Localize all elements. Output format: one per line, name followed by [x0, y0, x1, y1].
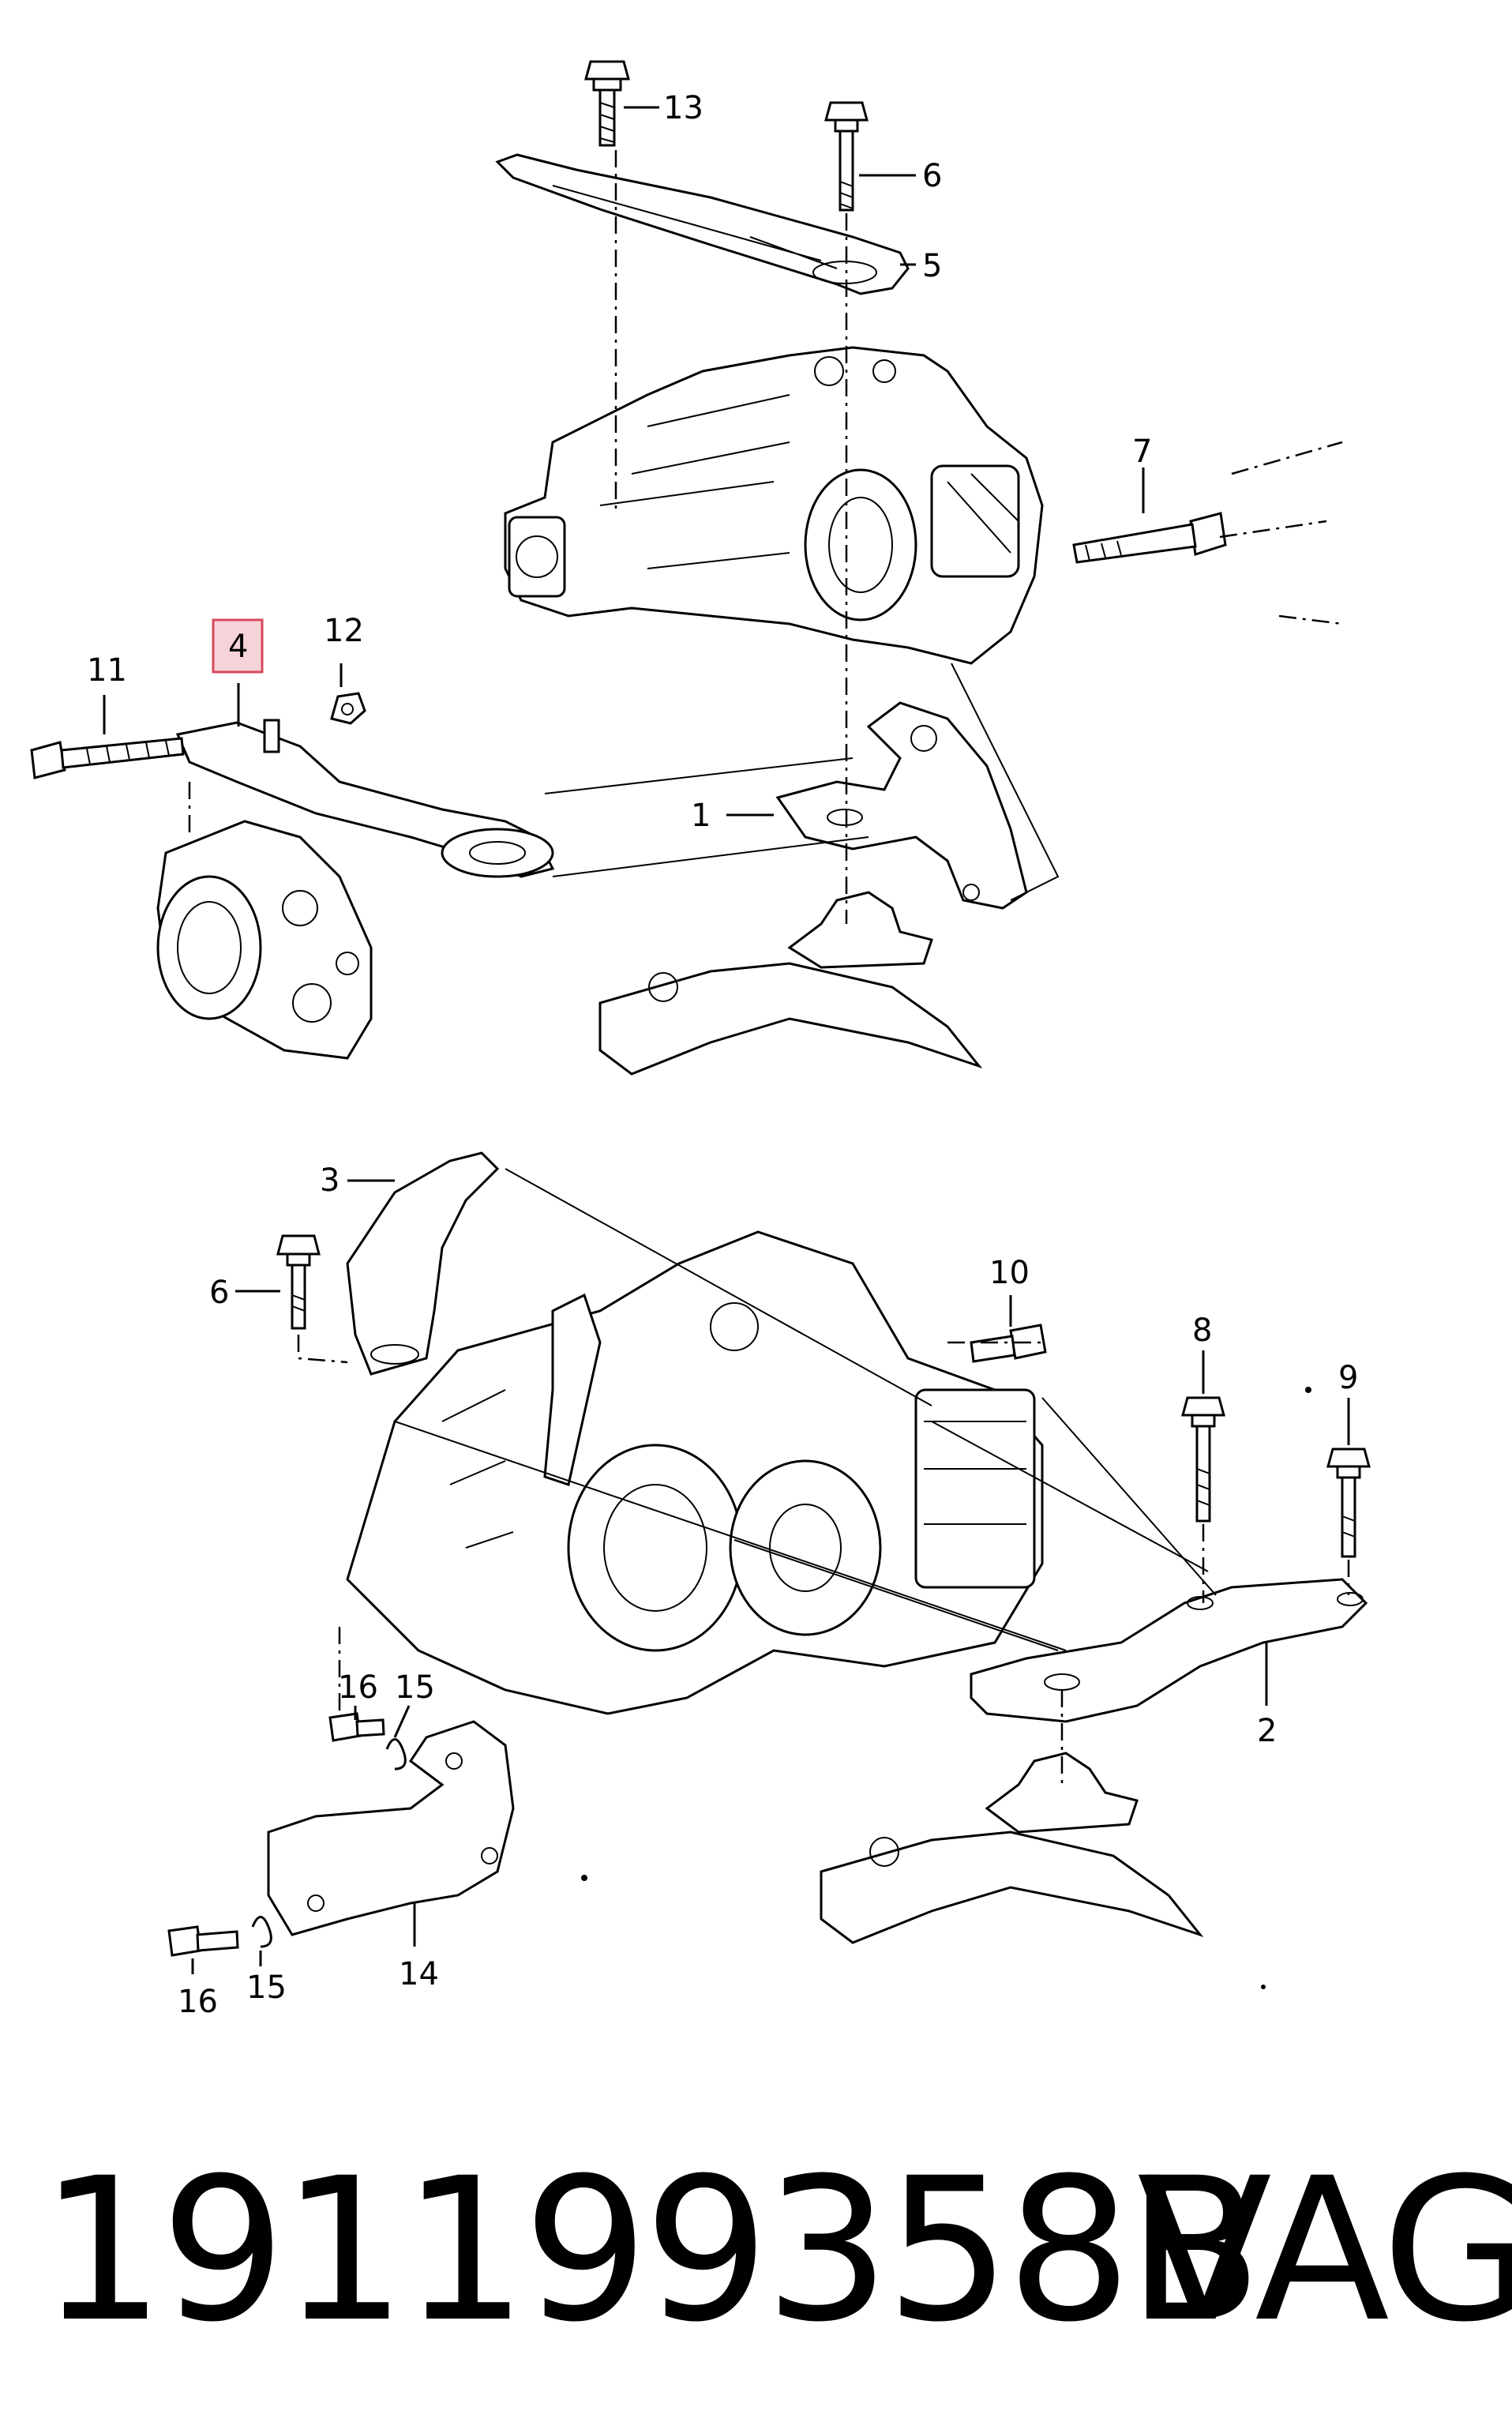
transmission-upper-shape: [504, 346, 1044, 665]
bolt-8-icon: [1181, 1396, 1225, 1523]
callout-13: 13: [663, 90, 703, 126]
callout-11: 11: [87, 652, 127, 689]
heat-shield-3-shape: [346, 1151, 500, 1376]
callout-6-lower: 6: [209, 1275, 229, 1311]
bolt-6-top-icon: [824, 101, 869, 212]
bolt-16-upper-icon: [328, 1712, 385, 1742]
crossmember-2-shape: [970, 1578, 1368, 1723]
bolt-11-icon: [30, 737, 185, 779]
part-number: 191199358B: [39, 2135, 1263, 2365]
bolt-6-lower-icon: [276, 1234, 321, 1330]
callout-10: 10: [989, 1255, 1030, 1291]
nut-12-icon: [330, 692, 366, 725]
bracket-14-shape: [267, 1720, 515, 1936]
callout-1: 1: [691, 798, 711, 834]
callout-15-upper: 15: [395, 1669, 435, 1706]
bolt-13-icon: [584, 60, 630, 147]
callout-7: 7: [1132, 434, 1152, 470]
callout-16-upper: 16: [338, 1669, 378, 1706]
callout-12: 12: [324, 613, 364, 649]
callout-3: 3: [320, 1162, 340, 1199]
callout-labels: 13 6 5 7 12 4 11 1 3 10 6 8 9 16 15 2 14…: [87, 90, 1358, 2020]
callout-15-lower: 15: [246, 1970, 287, 2006]
callout-6-top: 6: [922, 158, 942, 194]
callout-4: 4: [228, 629, 248, 665]
callout-14: 14: [399, 1956, 439, 1992]
transmission-lower-shape: [346, 1230, 1044, 1715]
callout-4-highlight: [212, 618, 264, 674]
bolt-16-lower-icon: [167, 1925, 239, 1957]
callout-5: 5: [922, 248, 942, 284]
callout-leaders: [103, 106, 1350, 1974]
mount-bracket-4-shape: [175, 719, 555, 878]
lower-assembly: [167, 1151, 1371, 1957]
callout-9: 9: [1338, 1360, 1358, 1396]
washer-15-lower-icon: [251, 1916, 272, 1948]
rubber-mount-upper-shape: [598, 891, 983, 1076]
callout-16-lower: 16: [178, 1984, 218, 2020]
mount-1-shape: [775, 701, 1028, 910]
upper-assembly: [30, 60, 1343, 1076]
callout-8: 8: [1192, 1312, 1212, 1349]
washer-15-upper-icon: [385, 1738, 407, 1771]
rubber-mount-lower-shape: [820, 1752, 1204, 1944]
exploded-parts-diagram: 13 6 5 7 12 4 11 1 3 10 6 8 9 16 15 2 14…: [30, 60, 1371, 2020]
engine-block-upper-left-shape: [156, 820, 373, 1060]
brand-name: VAG: [1137, 2135, 1512, 2365]
bolt-7-icon: [1072, 512, 1227, 564]
bolt-9-icon: [1326, 1448, 1371, 1558]
bracket-5-shape: [495, 153, 910, 295]
callout-2: 2: [1257, 1713, 1277, 1749]
